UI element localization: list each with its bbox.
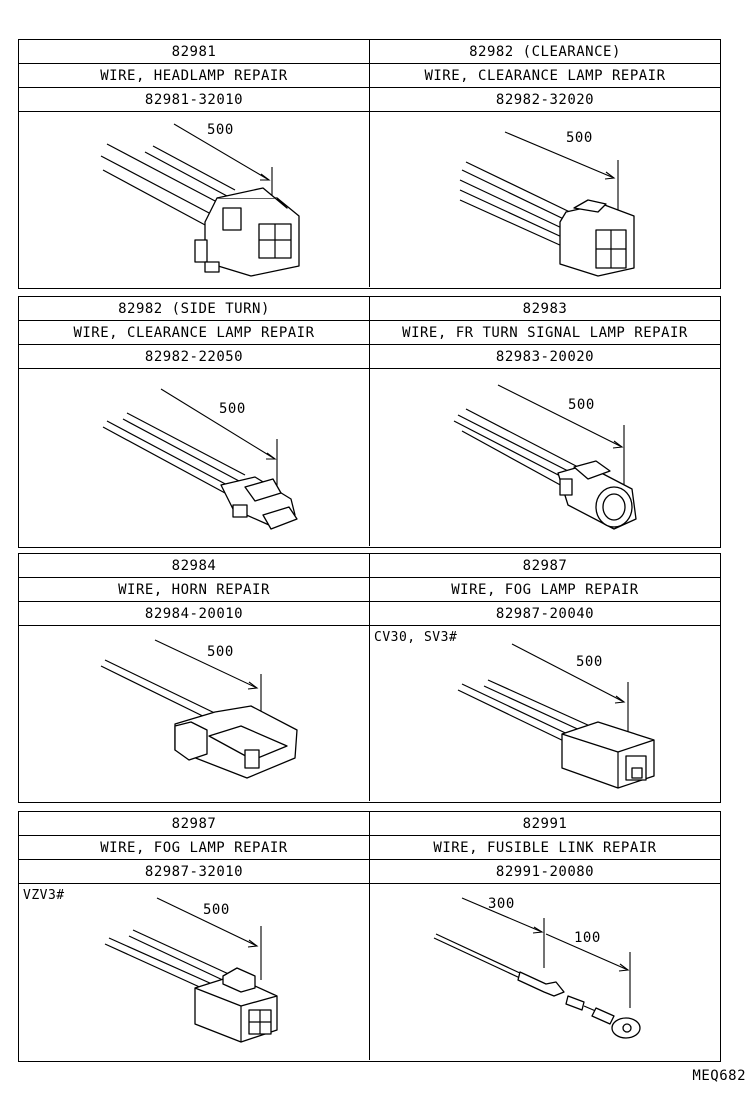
- fusible-link-wire-illustration: 300 100: [369, 884, 720, 1060]
- fog-vzv3-connector-drawing: 500: [104, 897, 278, 1043]
- length-dimension: 500: [207, 122, 234, 138]
- part-code: 82984: [171, 557, 217, 574]
- part-number-row: 82984-20010 82987-20040: [19, 602, 720, 626]
- length-dimension: 500: [566, 130, 593, 146]
- name-row: WIRE, HORN REPAIR WIRE, FOG LAMP REPAIR: [19, 578, 720, 602]
- part-code: 82987: [369, 554, 720, 577]
- clearance-wire-illustration: 500: [369, 112, 720, 287]
- clearance-connector-drawing: 500: [459, 130, 635, 277]
- part-code: 82982 (CLEARANCE): [369, 40, 720, 63]
- model-note: VZV3#: [23, 888, 65, 903]
- length-dimension: 500: [568, 397, 595, 413]
- horn-connector-drawing: 500: [100, 639, 298, 779]
- part-number-row: 82987-32010 82991-20080: [19, 860, 720, 884]
- parts-group-3: 82984 82987 WIRE, HORN REPAIR WIRE, FOG …: [18, 553, 721, 803]
- part-number-row: 82981-32010 82982-32020: [19, 88, 720, 112]
- horn-wire-illustration: 500: [19, 626, 369, 801]
- name-row: WIRE, HEADLAMP REPAIR WIRE, CLEARANCE LA…: [19, 64, 720, 88]
- part-name: WIRE, FR TURN SIGNAL LAMP REPAIR: [369, 321, 720, 344]
- length-dimension-100: 100: [574, 930, 601, 946]
- headlamp-wire-illustration: 500: [19, 112, 369, 287]
- sheet-code: MEQ682: [692, 1068, 746, 1084]
- illustration-row: 500: [19, 112, 720, 287]
- part-number: 82984-20010: [144, 605, 244, 622]
- fog-cv30-connector-drawing: 500: [457, 643, 655, 789]
- part-number: 82983-20020: [369, 345, 720, 368]
- part-name: WIRE, HEADLAMP REPAIR: [100, 67, 288, 84]
- fr-turn-signal-connector-drawing: 500: [453, 384, 637, 530]
- part-number: 82981-32010: [144, 91, 244, 108]
- code-row: 82981 82982 (CLEARANCE): [19, 40, 720, 64]
- part-code: 82981: [171, 43, 217, 60]
- part-name: WIRE, CLEARANCE LAMP REPAIR: [369, 64, 720, 87]
- name-row: WIRE, CLEARANCE LAMP REPAIR WIRE, FR TUR…: [19, 321, 720, 345]
- part-name: WIRE, FOG LAMP REPAIR: [369, 578, 720, 601]
- part-name: WIRE, CLEARANCE LAMP REPAIR: [73, 324, 315, 341]
- part-number: 82987-20040: [369, 602, 720, 625]
- illustration-row: 500 500: [19, 369, 720, 546]
- model-note: CV30, SV3#: [374, 630, 458, 645]
- illustration-row: 500 CV30, SV3# 500: [19, 626, 720, 801]
- code-row: 82984 82987: [19, 554, 720, 578]
- side-turn-wire-illustration: 500: [19, 369, 369, 546]
- fusible-link-drawing: 300 100: [433, 896, 641, 1039]
- part-name: WIRE, FOG LAMP REPAIR: [100, 839, 288, 856]
- fog-wire-vzv3-illustration: VZV3# 500: [19, 884, 369, 1060]
- length-dimension: 500: [576, 654, 603, 670]
- length-dimension: 500: [203, 902, 230, 918]
- fr-turn-signal-wire-illustration: 500: [369, 369, 720, 546]
- part-number: 82982-32020: [369, 88, 720, 111]
- name-row: WIRE, FOG LAMP REPAIR WIRE, FUSIBLE LINK…: [19, 836, 720, 860]
- fog-wire-cv30-illustration: CV30, SV3# 500: [369, 626, 720, 801]
- part-code: 82991: [369, 812, 720, 835]
- parts-group-4: 82987 82991 WIRE, FOG LAMP REPAIR WIRE, …: [18, 811, 721, 1062]
- code-row: 82987 82991: [19, 812, 720, 836]
- illustration-row: VZV3# 500: [19, 884, 720, 1060]
- length-dimension: 500: [207, 644, 234, 660]
- parts-group-2: 82982 (SIDE TURN) 82983 WIRE, CLEARANCE …: [18, 296, 721, 548]
- part-number: 82987-32010: [144, 863, 244, 880]
- part-name: WIRE, FUSIBLE LINK REPAIR: [369, 836, 720, 859]
- side-turn-connector-drawing: 500: [102, 388, 298, 530]
- part-number: 82982-22050: [144, 348, 244, 365]
- code-row: 82982 (SIDE TURN) 82983: [19, 297, 720, 321]
- parts-group-1: 82981 82982 (CLEARANCE) WIRE, HEADLAMP R…: [18, 39, 721, 289]
- length-dimension: 500: [219, 401, 246, 417]
- part-code: 82987: [171, 815, 217, 832]
- part-number-row: 82982-22050 82983-20020: [19, 345, 720, 369]
- part-number: 82991-20080: [369, 860, 720, 883]
- length-dimension-300: 300: [488, 896, 515, 912]
- part-code: 82983: [369, 297, 720, 320]
- headlamp-connector-drawing: 500: [100, 122, 300, 277]
- part-code: 82982 (SIDE TURN): [118, 300, 270, 317]
- part-name: WIRE, HORN REPAIR: [118, 581, 270, 598]
